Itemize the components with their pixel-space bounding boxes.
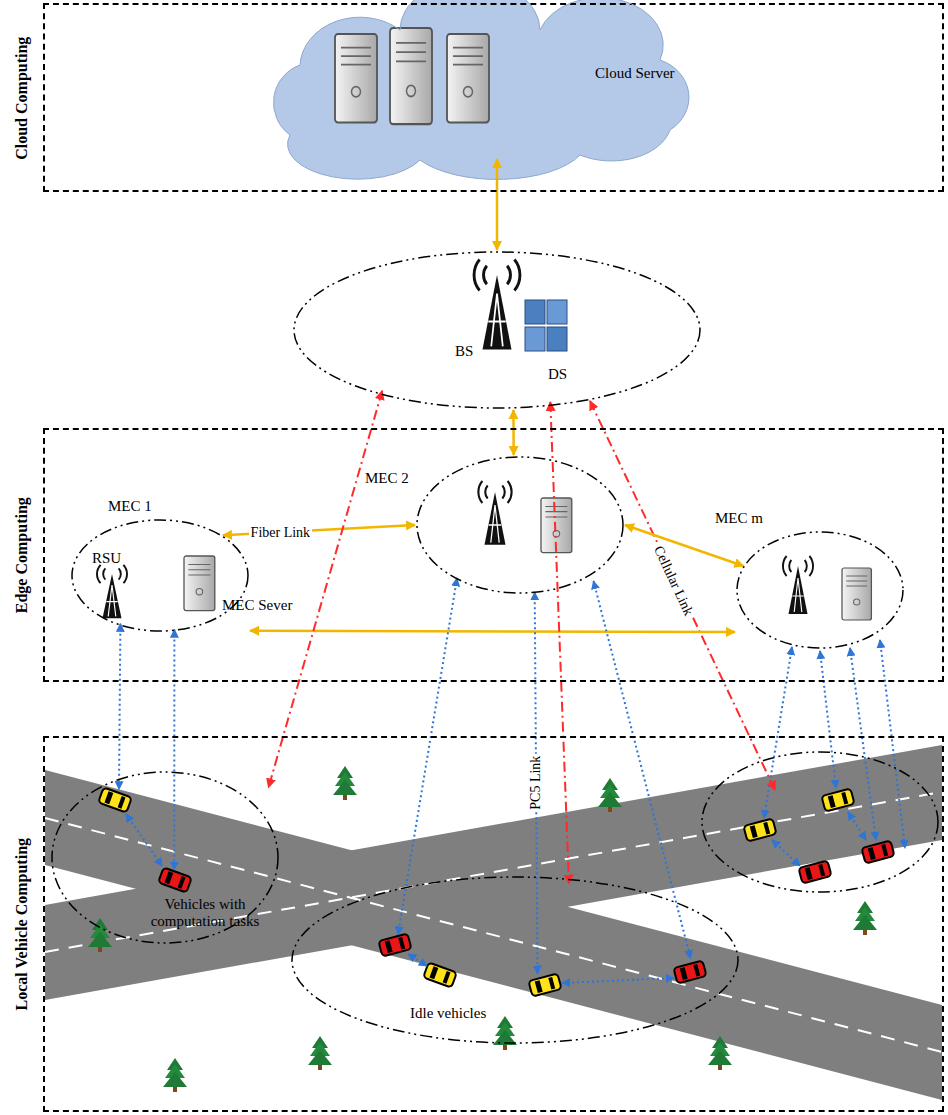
pc5-link xyxy=(173,630,175,870)
ellipse-outline xyxy=(735,530,905,650)
node-label: MEC 2 xyxy=(365,470,409,487)
pc5-link xyxy=(398,578,457,934)
ellipse-outline xyxy=(72,520,248,631)
node-label: MEC 1 xyxy=(108,498,152,515)
cloud-outline xyxy=(274,0,689,179)
layer-title: Cloud Computing xyxy=(13,36,31,159)
layer-title: Local Vehicle Computing xyxy=(13,838,31,1010)
roads xyxy=(45,745,942,1100)
node-label: Vehicles with computation tasks xyxy=(130,896,280,931)
pc5-link xyxy=(119,624,120,789)
node-label: MEC Sever xyxy=(222,597,292,614)
node-label: MEC m xyxy=(715,510,763,527)
ellipse-outline xyxy=(290,875,740,1045)
pc5-link xyxy=(594,581,691,958)
vehicles xyxy=(98,787,894,996)
cloud-server: Cloud Server xyxy=(230,15,730,165)
node-label: BS xyxy=(455,343,473,360)
fiber-link xyxy=(512,410,515,455)
layer-band: Cloud ComputingCloud Server xyxy=(45,5,942,190)
node-label: Idle vehicles xyxy=(410,1005,486,1022)
cellular-link xyxy=(269,391,383,788)
trees xyxy=(88,766,877,1092)
mec-node: MEC 2 xyxy=(415,455,625,595)
ellipse-outline xyxy=(70,518,250,633)
link-label: Fiber Link xyxy=(249,525,313,540)
layer-band: Local Vehicle ComputingVehicles with com… xyxy=(45,738,942,1110)
fiber-link xyxy=(496,159,499,250)
ellipse-outline xyxy=(737,532,903,648)
cloud-outline xyxy=(230,15,730,165)
ellipse-outline xyxy=(294,252,700,408)
base-station: BS DS xyxy=(292,250,702,410)
cellular-link xyxy=(550,402,569,884)
vehicle-cluster xyxy=(702,752,938,892)
cloud-servers xyxy=(335,28,489,124)
vehicle-cluster: Idle vehicles xyxy=(290,875,740,1045)
fiber-link xyxy=(250,631,735,632)
mec-node: MEC m xyxy=(735,530,905,650)
link-label: PC5 Link xyxy=(528,754,543,812)
node-label: DS xyxy=(548,366,567,383)
mec-icons xyxy=(97,481,871,620)
ellipse-outline xyxy=(415,455,625,595)
cellular-link xyxy=(590,401,775,790)
cloud-shape xyxy=(274,0,689,179)
pc5-links xyxy=(126,640,905,983)
ellipse-outline xyxy=(292,250,702,410)
ellipse-outline xyxy=(417,457,623,593)
mec-node: MEC 1RSUMEC Sever xyxy=(70,518,250,633)
fiber-link xyxy=(625,525,744,566)
node-label: Cloud Server xyxy=(595,65,675,82)
layer-band: Edge ComputingMEC 1RSUMEC SeverMEC 2MEC … xyxy=(45,430,942,680)
base-station-icons xyxy=(474,260,567,352)
node-label: RSU xyxy=(92,550,121,567)
ellipse-outline xyxy=(292,877,738,1043)
layer-title: Edge Computing xyxy=(13,497,31,613)
link-label: Cellular Link xyxy=(649,541,696,619)
vehicle-cluster: Vehicles with computation tasks xyxy=(50,770,280,945)
